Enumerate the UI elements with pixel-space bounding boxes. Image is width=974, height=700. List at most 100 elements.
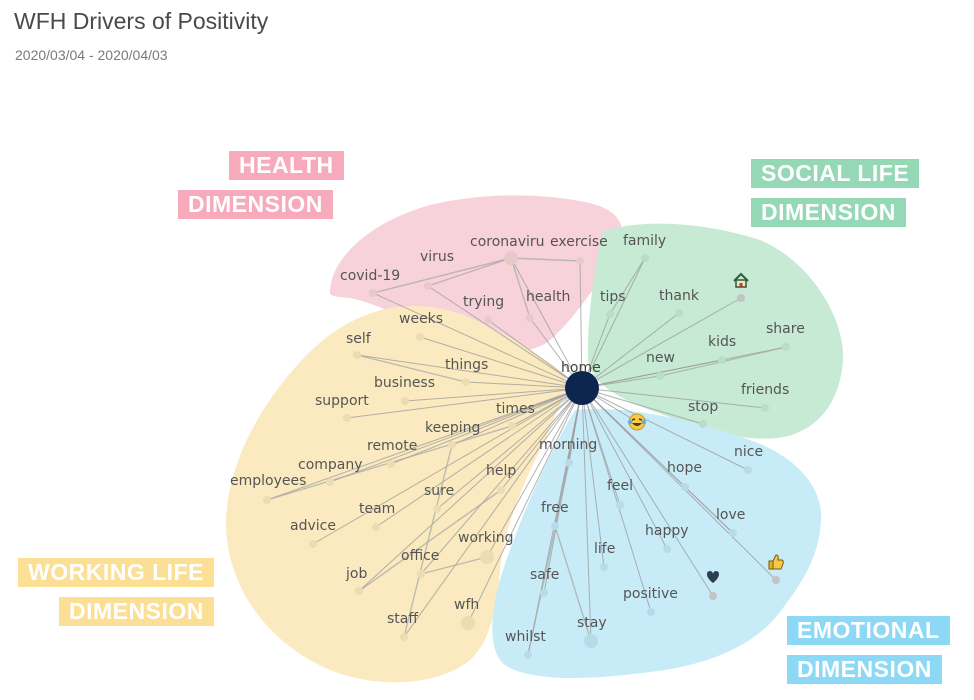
node-free [551,522,559,530]
word-label-remote: remote [367,438,417,454]
health-dimension-label-line2: DIMENSION [178,190,333,219]
node-thank [675,309,683,317]
edge-home-team [375,387,583,528]
word-label-free: free [541,500,569,516]
node-health [526,314,534,322]
heart-icon [706,571,720,583]
edge-coronaviru-virus [427,257,512,287]
node-house-icon [737,294,745,302]
emotional-dimension-label-line2: DIMENSION [787,655,942,684]
node-heart-icon [709,592,717,600]
hub-label-home: home [561,360,601,376]
node-things [462,378,470,386]
word-label-sure: sure [424,483,454,499]
word-label-working: working [458,530,514,546]
node-weeks [416,333,424,341]
node-keeping [448,441,456,449]
edge-home-kids [581,359,723,389]
edge-home-positive [581,387,652,613]
edge-morning-whilst [527,462,570,656]
word-label-life: life [594,541,615,557]
node-support [343,414,351,422]
edge-home-family [581,257,646,389]
word-label-kids: kids [708,334,736,350]
node-morning [565,459,573,467]
edge-home-heart-icon [581,387,714,597]
node-friends [761,404,769,412]
edge-home-house-icon [581,297,742,389]
word-label-staff: staff [387,611,418,627]
word-label-job: job [345,566,367,582]
word-label-advice: advice [290,518,336,534]
word-label-weeks: weeks [399,311,443,327]
word-label-times: times [496,401,535,417]
word-label-team: team [359,501,395,517]
edge-home-sure [436,387,583,510]
edge-home-covid-19 [372,292,583,389]
edge-home-happy [581,387,668,550]
house-icon [733,272,749,288]
node-wfh [461,616,475,630]
hub-node-home [565,371,599,405]
node-sure [433,505,441,513]
node-business [401,397,409,405]
word-label-safe: safe [530,567,559,583]
node-times [508,422,516,430]
word-label-feel: feel [607,478,633,494]
word-label-whilst: whilst [505,629,546,645]
laughing-face-icon [627,413,647,431]
word-label-tips: tips [600,289,626,305]
node-office [417,570,425,578]
word-label-employees: employees [230,473,306,489]
node-love [729,529,737,537]
word-label-morning: morning [539,437,597,453]
word-label-thank: thank [659,288,700,304]
page-title: WFH Drivers of Positivity [14,8,269,34]
edge-layer [266,257,787,656]
edge-family-tips [609,257,646,315]
edge-home-keeping [451,387,583,446]
edge-home-nice [581,387,749,471]
date-range: 2020/03/04 - 2020/04/03 [15,47,168,63]
edge-home-friends [581,387,766,409]
node-stop [699,420,707,428]
edge-things-self [356,354,467,383]
word-label-hope: hope [667,460,702,476]
word-label-self: self [346,331,372,347]
word-label-office: office [401,548,439,564]
working-dimension-label-line2: DIMENSION [59,597,214,626]
edge-home-wfh [467,387,583,624]
word-label-company: company [298,457,363,473]
working-dimension-label-line1: WORKING LIFE [18,558,214,587]
node-remote [387,460,395,468]
edge-hope-love [684,486,734,534]
word-label-things: things [445,357,488,373]
edge-home-exercise [579,260,583,389]
node-tips [606,310,614,318]
social-dimension-region [587,223,844,439]
emotional-dimension-label-line1: EMOTIONAL [787,616,950,645]
edge-home-weeks [419,336,583,389]
word-label-positive: positive [623,586,678,602]
edge-home-stay [581,387,592,642]
node-kids [718,356,726,364]
edge-home-support [346,387,583,419]
node-advice [309,540,317,548]
word-label-share: share [766,321,805,337]
edge-home-coronaviru [510,257,583,389]
node-happy [663,545,671,553]
edge-help-job [358,489,502,592]
node-nice [744,466,752,474]
word-label-health: health [526,289,570,305]
node-feel [616,501,624,509]
node-hope [681,483,689,491]
node-whilst [524,651,532,659]
edge-home-job [358,387,583,592]
node-stay [584,634,598,648]
word-label-covid-19: covid-19 [340,268,400,284]
edge-home-self [356,354,583,389]
emotional-dimension-region [492,408,822,678]
node-employees [263,496,271,504]
word-label-wfh: wfh [454,597,479,613]
word-label-coronaviru: coronaviru [470,234,545,250]
